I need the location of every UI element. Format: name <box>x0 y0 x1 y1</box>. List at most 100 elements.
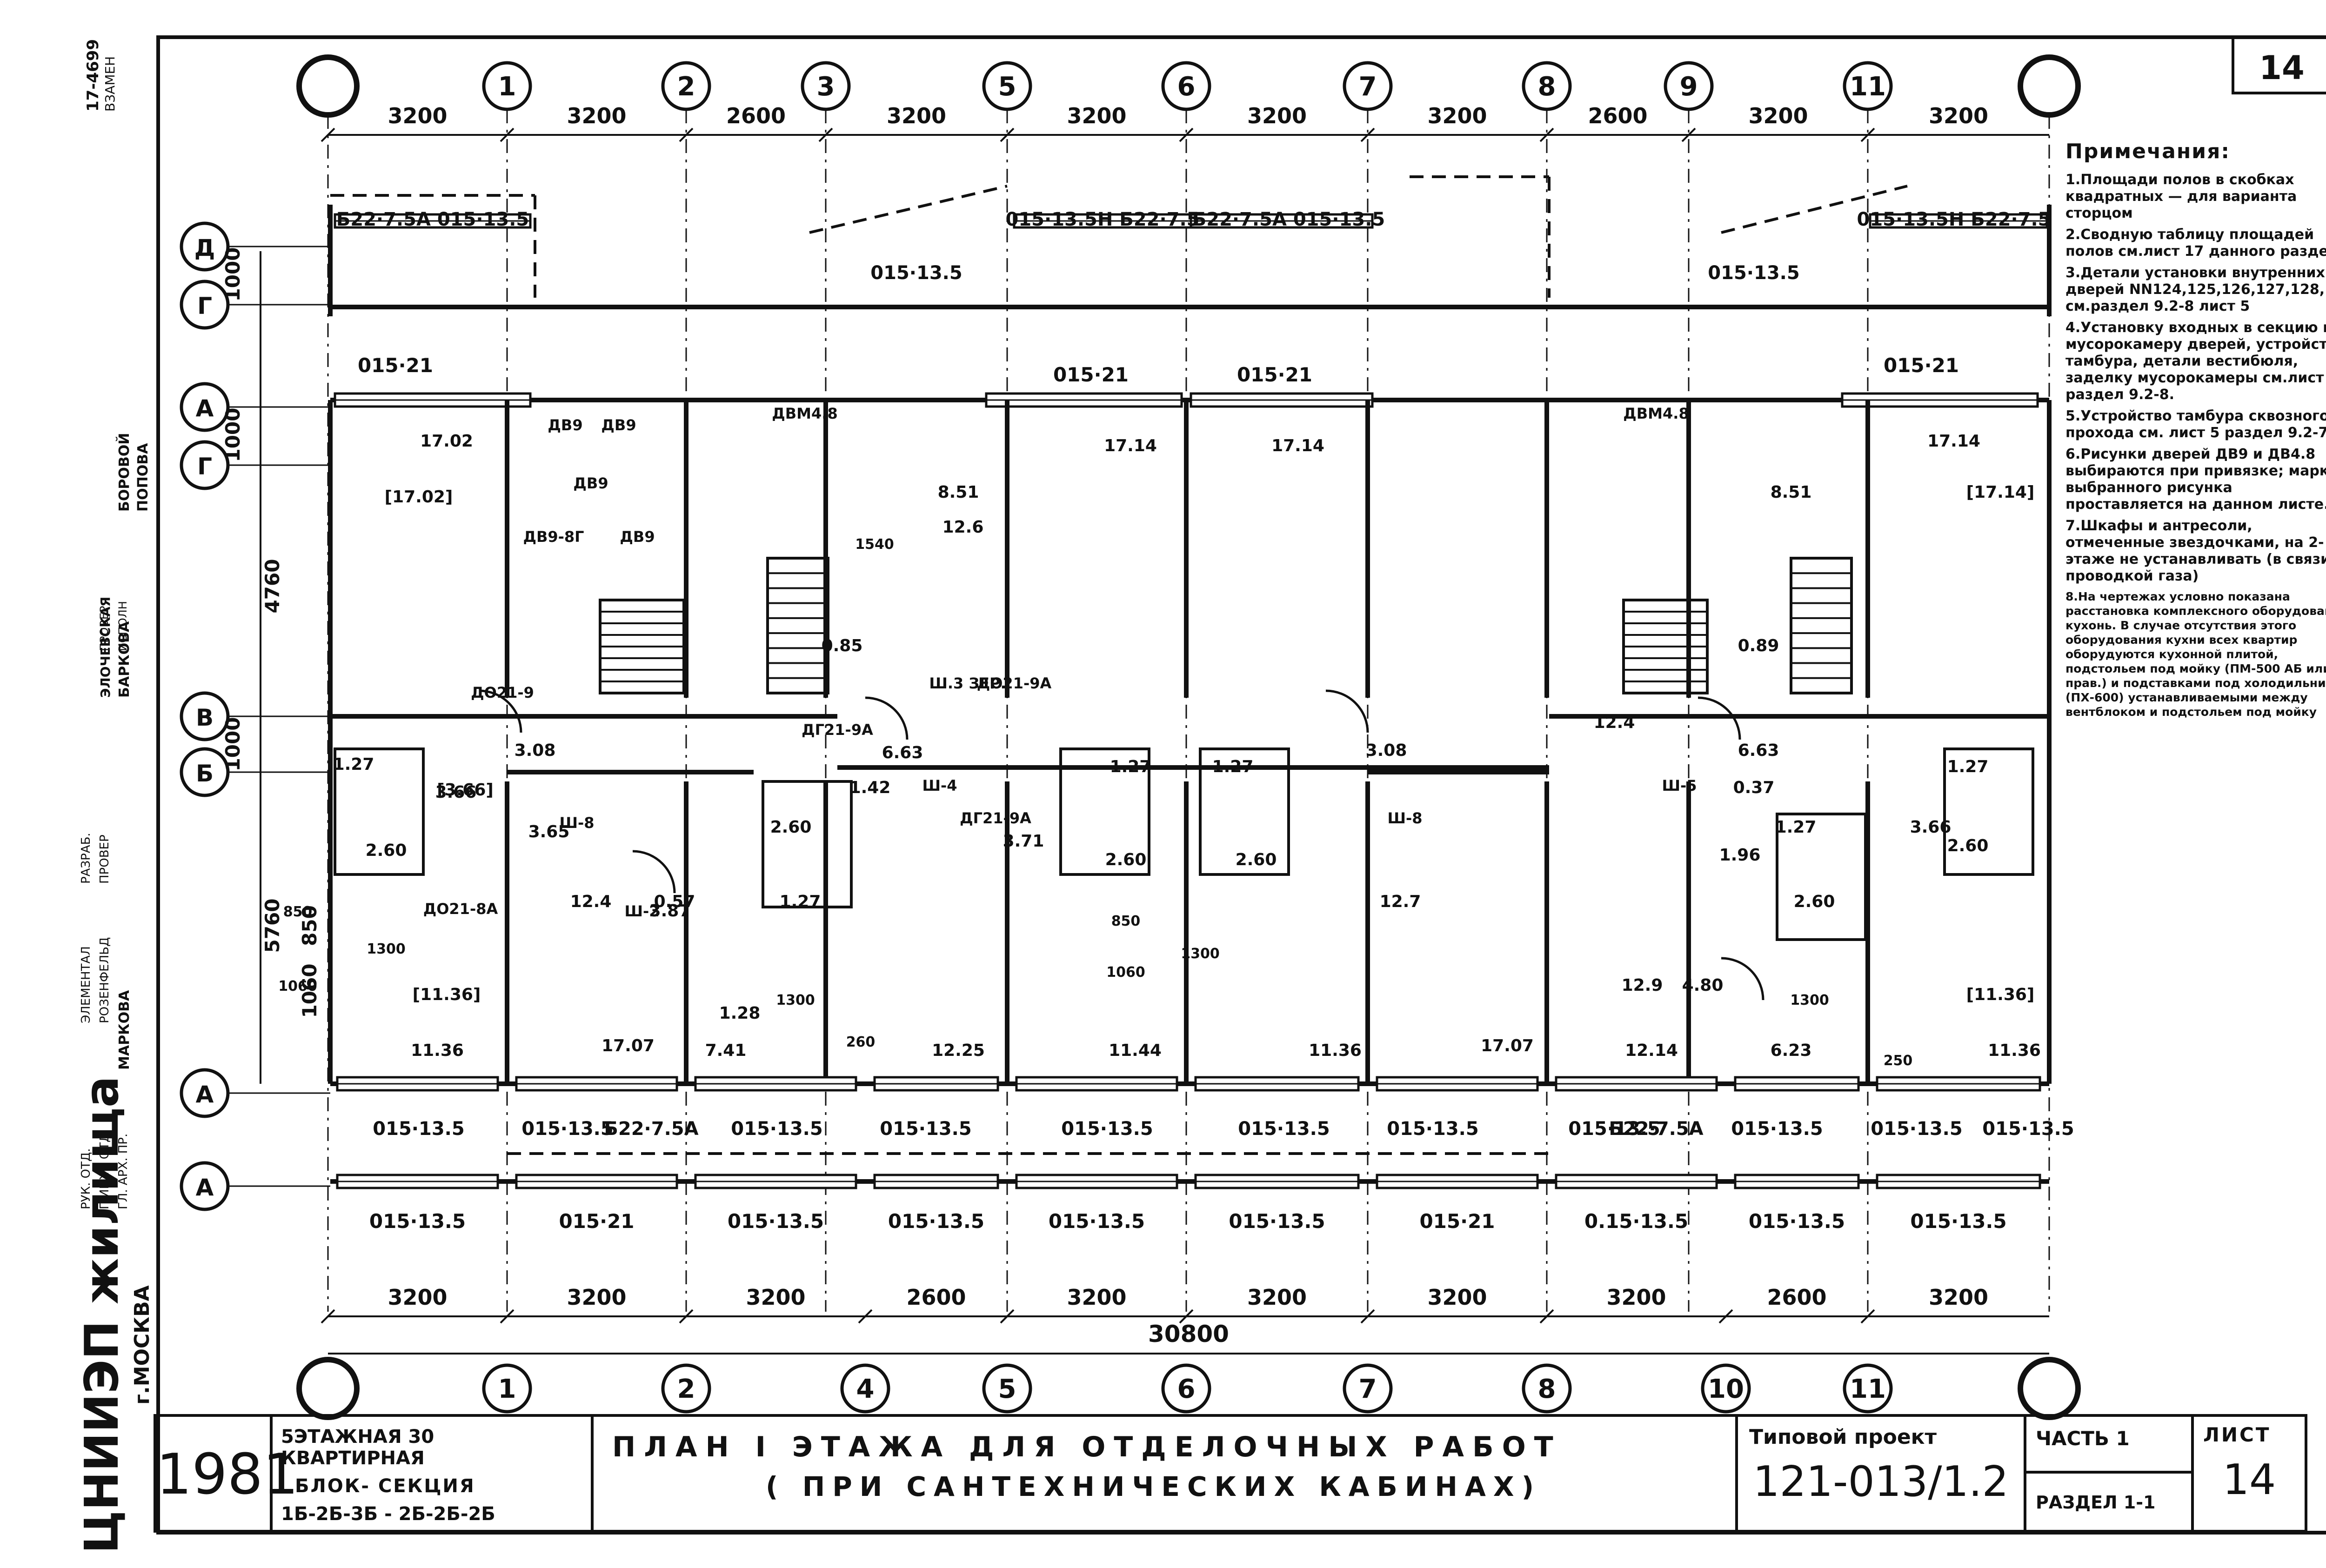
door-label: ДО21-9 <box>471 684 534 701</box>
part-label: ЧАСТЬ 1 <box>2036 1427 2130 1450</box>
sanitary-cabin <box>762 780 853 908</box>
door-label: ДВ9 <box>548 416 582 434</box>
room-area: 0.85 <box>822 636 863 655</box>
door-label: ДО21-9А <box>977 674 1052 692</box>
door-label: ДВМ4.8 <box>1623 405 1689 422</box>
dimension-tick <box>321 1309 335 1324</box>
dimension-tick <box>1718 1309 1733 1324</box>
room-area: [17.14] <box>1966 483 2035 502</box>
left-dimension: 1000 <box>221 408 244 462</box>
axis-label-top: 5 <box>998 72 1016 102</box>
bottom-dimension: 3200 <box>746 1285 805 1310</box>
note-5: 5.Устройство тамбура сквозного прохода с… <box>2065 408 2326 441</box>
axis-label-left: В <box>196 704 214 731</box>
window-label-a-bottom: 015·13.5 <box>369 1210 466 1233</box>
bottom-dimension: 3200 <box>567 1285 626 1310</box>
sanitary-cabin <box>1059 747 1150 876</box>
door-label: ДО21-8А <box>423 900 498 918</box>
window-label-a-upper: 015·21 <box>1884 354 1959 377</box>
room-area: 1.27 <box>780 892 821 911</box>
bottom-dimension: 3200 <box>388 1285 447 1310</box>
door-label: Ш-8 <box>1387 809 1422 827</box>
window-label-a-lower: 015·13.5 <box>1387 1118 1478 1140</box>
door-label: Ш.3 ЗЕР. <box>929 674 1006 692</box>
role-elemental: ЭЛЕМЕНТАЛ <box>79 946 93 1023</box>
building-cell: 5ЭТАЖНАЯ 30 КВАРТИРНАЯ БЛОК- СЕКЦИЯ 1Б-2… <box>270 1414 591 1533</box>
window-label-a-upper: 015·21 <box>358 354 433 377</box>
door-label: Ш-4 <box>922 777 957 794</box>
stair-flight <box>1790 557 1853 694</box>
door-label: ДВМ4.8 <box>772 405 837 422</box>
room-area: 17.14 <box>1271 436 1324 455</box>
stair-flight <box>599 599 685 694</box>
room-area: 2.60 <box>1947 836 1989 855</box>
axis-label-left: Г <box>197 453 212 480</box>
door-label: Ш-8 <box>559 814 594 832</box>
dimension-tick <box>858 1309 873 1324</box>
signature-panel: 17-4699 ВЗАМЕН МАРКОВА БАРКОВА БОРОВОЙ П… <box>70 19 158 1554</box>
room-area: 12.25 <box>932 1041 985 1060</box>
door-swing <box>1325 689 1369 733</box>
window-label-a-bottom: 015·13.5 <box>888 1210 984 1233</box>
window-label-a-bottom: 0.15·13.5 <box>1584 1210 1688 1233</box>
left-dimension: 850 <box>298 905 321 946</box>
axis-label-bottom: 11 <box>1850 1374 1886 1404</box>
top-dimension: 2600 <box>726 103 786 128</box>
project-number: 121-013/1.2 <box>1753 1457 2009 1506</box>
notes-title: Примечания: <box>2065 140 2230 163</box>
axis-label-bottom: 10 <box>1708 1374 1744 1404</box>
room-area: [17.02] <box>385 487 453 507</box>
window-label-a-bottom: 015·13.5 <box>1049 1210 1145 1233</box>
room-area: 6.63 <box>882 743 923 762</box>
axis-label-left: Д <box>194 234 215 261</box>
axis-bubble-bottom <box>1343 1363 1393 1414</box>
room-area: [11.36] <box>413 985 481 1004</box>
window-label-a-lower: Б22·7.5А <box>1609 1118 1703 1140</box>
window-label-a-lower: 015·13.5 <box>1238 1118 1330 1140</box>
sheet-label: ЛИСТ <box>2203 1423 2271 1446</box>
window-label-a-lower: 015·13.5 <box>880 1118 971 1140</box>
axis-label-bottom: 8 <box>1538 1374 1556 1404</box>
room-area: 2.60 <box>1105 850 1147 869</box>
axis-label-top: 6 <box>1177 72 1196 102</box>
role-prover: ПРОВЕР <box>98 834 112 884</box>
room-area: 3.87 <box>649 901 691 921</box>
room-area: 2.60 <box>1236 850 1277 869</box>
window-label-a-lower: 015·13.5 <box>1061 1118 1153 1140</box>
room-area: 11.44 <box>1109 1041 1162 1060</box>
sheet-number: 14 <box>2222 1455 2276 1504</box>
small-dimension: 1300 <box>1790 992 1829 1008</box>
note-4: 4.Установку входных в секцию и в мусорок… <box>2065 320 2326 403</box>
room-area: 1.27 <box>333 755 374 774</box>
dashed-wall <box>1721 185 1908 234</box>
room-area: [3.66] <box>437 781 494 800</box>
sanitary-cabin <box>334 747 425 876</box>
room-area: 4.80 <box>1682 976 1724 995</box>
dimension-tick <box>321 127 335 142</box>
signature-name-borovoy: БОРОВОЙ <box>116 433 133 512</box>
corner-number-box <box>2232 36 2326 94</box>
axis-label-bottom: 5 <box>998 1374 1016 1404</box>
corner-sheet-number: 14 <box>2259 49 2304 87</box>
window-label-d: Б22·7.5А 015·13.5 <box>336 209 529 230</box>
axis-label-left: Г <box>197 293 212 320</box>
room-area: 3.08 <box>1366 741 1407 760</box>
axis-label-bottom: 2 <box>677 1374 695 1404</box>
plan-title-line-1: ПЛАН I ЭТАЖА ДЛЯ ОТДЕЛОЧНЫХ РАБОТ <box>612 1431 1562 1463</box>
small-dimension: 1060 <box>1106 964 1145 981</box>
stair-flight <box>766 557 829 694</box>
window-label-a-lower: 015·13.5 <box>731 1118 822 1140</box>
dimension-tick <box>1179 127 1194 142</box>
dimension-tick <box>1360 127 1375 142</box>
door-label: Ш-5 <box>1662 777 1697 794</box>
door-label: ДВ9 <box>601 416 636 434</box>
door-label: ДВ9 <box>573 474 608 492</box>
window-label-a-bottom: 015·21 <box>559 1210 634 1233</box>
room-area: 11.36 <box>1988 1041 2041 1060</box>
door-swing <box>632 850 676 894</box>
axis-label-bottom: 6 <box>1177 1374 1196 1404</box>
room-area: 3.66 <box>435 783 477 802</box>
inv-number: 17-4699 <box>84 39 102 112</box>
room-area: 11.36 <box>1309 1041 1362 1060</box>
